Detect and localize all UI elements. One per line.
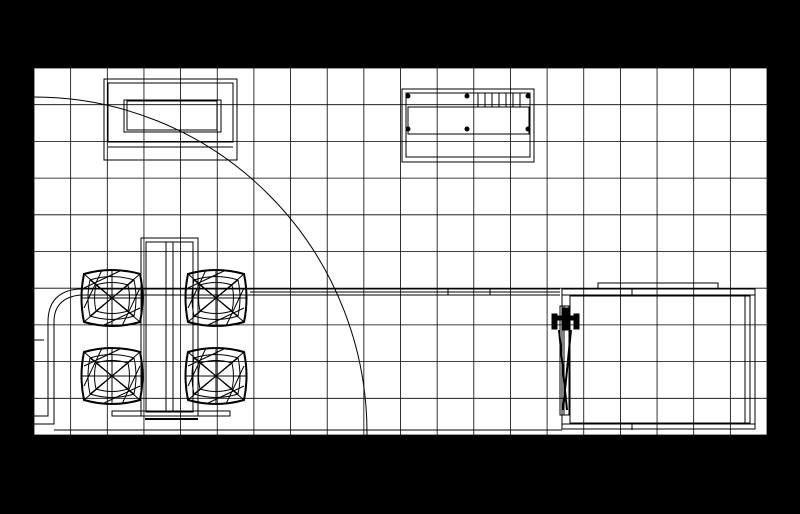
faucet-icon bbox=[551, 307, 580, 411]
dining-table bbox=[111, 237, 231, 420]
kitchen-unit bbox=[559, 282, 756, 430]
tv-cabinet bbox=[401, 88, 535, 163]
sofa bbox=[103, 78, 238, 161]
long-counter bbox=[34, 288, 562, 431]
grid bbox=[33, 67, 768, 436]
door-swing-arc bbox=[33, 96, 368, 436]
